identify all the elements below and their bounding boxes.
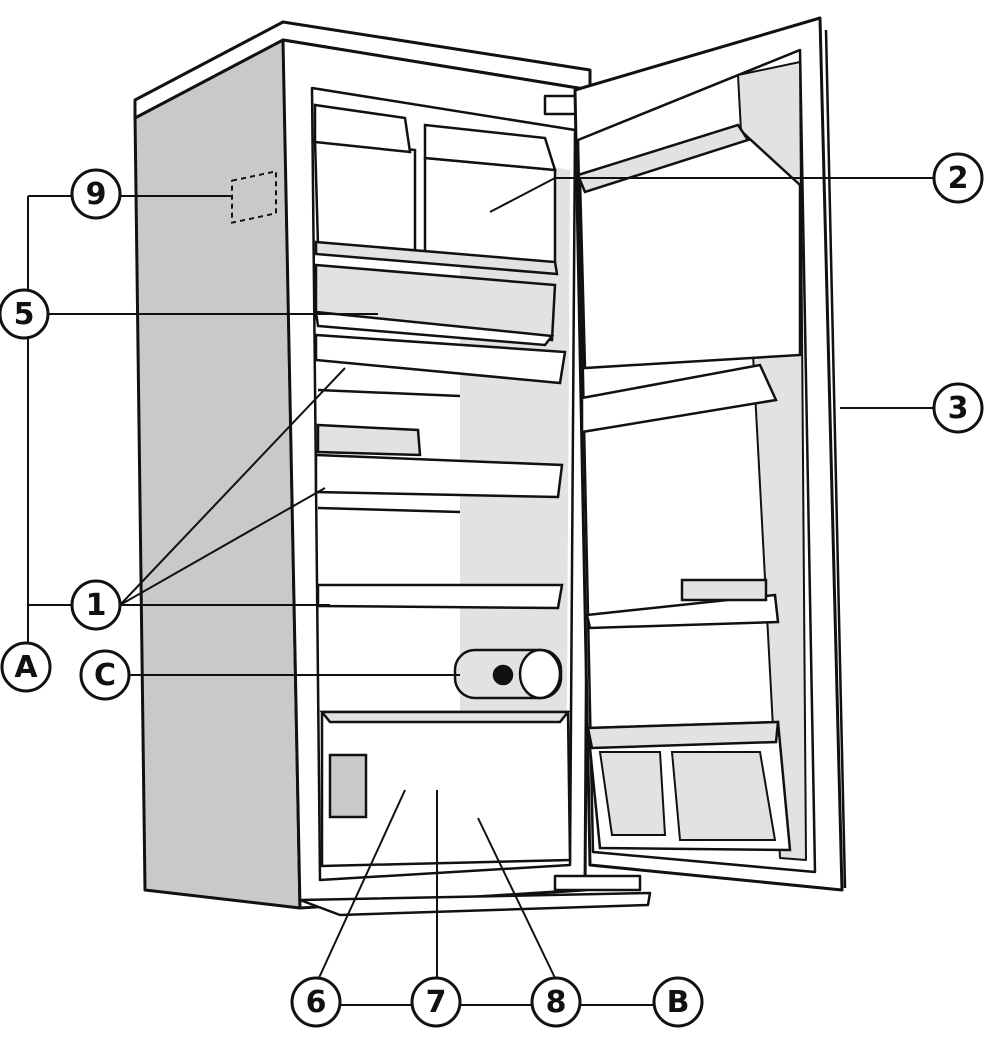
cabinet-side	[133, 20, 302, 910]
door-bin-2	[580, 363, 778, 434]
door-box	[680, 578, 768, 602]
cabinet-plinth	[298, 891, 652, 917]
callout-C-label: C	[94, 658, 116, 693]
door-bin-3	[585, 593, 780, 630]
thermostat	[453, 648, 563, 700]
callout-C: C	[79, 649, 131, 701]
callout-7: 7	[410, 976, 462, 1028]
callout-2: 2	[932, 152, 984, 204]
callout-9-label: 9	[86, 177, 107, 212]
door-edge	[824, 29, 847, 889]
upper-compartments	[313, 103, 559, 276]
callouts: 9 5 2 3 1 A C 6	[0, 152, 984, 1028]
upper-left-compartment	[313, 138, 417, 257]
mid-container	[316, 423, 422, 457]
callout-8-label: 8	[546, 985, 567, 1020]
callout-1-label: 1	[86, 588, 107, 623]
callout-3-label: 3	[948, 391, 969, 426]
rating-plate	[231, 170, 277, 224]
shelf-2	[314, 453, 564, 499]
upper-right-lid	[423, 123, 557, 172]
glass-shelves	[314, 333, 567, 610]
callout-7-label: 7	[426, 985, 447, 1020]
door-top-bin-rim	[576, 123, 750, 194]
callout-6-label: 6	[306, 985, 327, 1020]
crisper-drawer	[319, 710, 572, 868]
door-shelves	[576, 123, 802, 852]
callout-5-label: 5	[14, 297, 35, 332]
callout-2-label: 2	[948, 161, 969, 196]
callout-8: 8	[530, 976, 582, 1028]
callout-6: 6	[290, 976, 342, 1028]
upper-left-lid	[313, 103, 412, 154]
shelf-1	[314, 333, 567, 385]
callout-9: 9	[70, 168, 122, 220]
callout-1: 1	[70, 579, 122, 631]
callout-A-label: A	[14, 650, 38, 685]
callout-5: 5	[0, 288, 50, 340]
callout-B-label: B	[667, 985, 690, 1020]
drip-tray	[314, 263, 557, 347]
callout-A: A	[0, 641, 52, 693]
bottom-hinge	[553, 874, 642, 892]
callout-B: B	[652, 976, 704, 1028]
shelf-3	[316, 583, 564, 610]
upper-compartment-floor	[314, 240, 559, 276]
leader-lines	[27, 177, 935, 1006]
callout-3: 3	[932, 382, 984, 434]
